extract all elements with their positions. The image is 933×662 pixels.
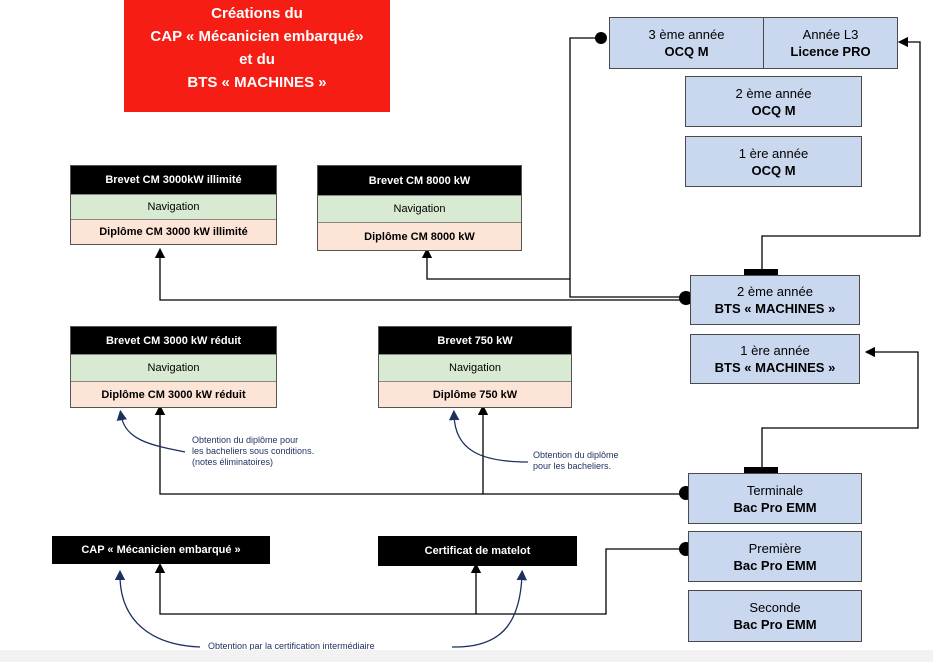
curve-arrow-750 <box>448 409 529 463</box>
premiere-year: Première <box>748 540 802 556</box>
line-bts2-to-licence <box>761 36 921 272</box>
curve-arrow-matelot <box>451 569 527 648</box>
line-premiere-to-cap <box>154 548 680 615</box>
box-licence: Année L3 Licence PRO <box>763 17 898 69</box>
title-line-1: Créations du <box>211 5 303 22</box>
cert-750: Brevet 750 kW Navigation Diplôme 750 kW <box>378 326 572 408</box>
cert-cm3000-illimite: Brevet CM 3000kW illimité Navigation Dip… <box>70 165 277 245</box>
tab-bts2 <box>744 269 778 275</box>
box-ocqm-1: 1 ère année OCQ M <box>685 136 862 187</box>
note-conditions-line-3: (notes éliminatoires) <box>192 457 274 467</box>
cert-header: Brevet CM 3000 kW réduit <box>71 327 276 354</box>
bts1-label: BTS « MACHINES » <box>714 360 836 375</box>
curve-arrow-cap <box>114 569 201 648</box>
dot-bts2 <box>679 291 693 305</box>
cert-diploma: Diplôme CM 8000 kW <box>318 222 521 250</box>
cert-diploma: Diplôme CM 3000 kW réduit <box>71 381 276 407</box>
box-premiere: Première Bac Pro EMM <box>688 531 862 582</box>
licence-year: Année L3 <box>802 27 859 42</box>
ocqm1-label: OCQ M <box>751 162 796 178</box>
ocqm3-year: 3 ème année <box>648 27 725 42</box>
line-terminale-to-bts1 <box>761 346 919 470</box>
box-bts-2: 2 ème année BTS « MACHINES » <box>690 275 860 325</box>
ocqm2-year: 2 ème année <box>735 85 812 101</box>
cert-header: Brevet CM 8000 kW <box>318 166 521 195</box>
box-ocqm-2: 2 ème année OCQ M <box>685 76 862 127</box>
line-bts2-to-cm8000 <box>421 247 680 298</box>
note-intermediaire: Obtention par la certification intermédi… <box>208 641 375 651</box>
ocqm3-label: OCQ M <box>664 44 709 59</box>
note-bacheliers-line-2: pour les bacheliers. <box>533 461 612 471</box>
seconde-year: Seconde <box>749 600 801 615</box>
cert-cm8000: Brevet CM 8000 kW Navigation Diplôme CM … <box>317 165 522 251</box>
seconde-label: Bac Pro EMM <box>733 617 817 632</box>
cert-nav: Navigation <box>318 195 521 222</box>
box-ocqm-3: 3 ème année OCQ M <box>609 17 764 69</box>
bts2-year: 2 ème année <box>737 284 813 299</box>
box-terminale: Terminale Bac Pro EMM <box>688 473 862 524</box>
ocqm2-label: OCQ M <box>751 102 796 118</box>
bts2-label: BTS « MACHINES » <box>714 301 836 316</box>
note-conditions: Obtention du diplôme pour les bacheliers… <box>192 435 392 468</box>
note-bacheliers-line-1: Obtention du diplôme <box>533 450 619 460</box>
title-line-2: CAP « Mécanicien embarqué» <box>150 28 364 45</box>
note-bacheliers: Obtention du diplôme pour les bacheliers… <box>533 450 683 472</box>
cert-nav: Navigation <box>71 354 276 381</box>
title-box: Créations du CAP « Mécanicien embarqué» … <box>124 0 390 112</box>
box-cap: CAP « Mécanicien embarqué » <box>52 536 270 564</box>
terminale-label: Bac Pro EMM <box>733 499 817 515</box>
bts1-year: 1 ère année <box>740 343 810 358</box>
cert-header: Brevet CM 3000kW illimité <box>71 166 276 194</box>
dot-ocqm3 <box>595 32 607 44</box>
curve-arrow-cm3000r <box>116 409 186 453</box>
line-bts2-to-cm3000i <box>154 247 680 301</box>
cert-diploma: Diplôme CM 3000 kW illimité <box>71 219 276 244</box>
terminale-year: Terminale <box>746 482 804 498</box>
line-bts2-to-ocqm3 <box>569 37 598 279</box>
licence-label: Licence PRO <box>790 44 871 59</box>
line-terminale-to-cm3000r <box>154 404 680 495</box>
box-matelot: Certificat de matelot <box>378 536 577 566</box>
bottom-strip <box>0 650 933 662</box>
cert-nav: Navigation <box>379 354 571 381</box>
cert-header: Brevet 750 kW <box>379 327 571 354</box>
box-seconde: Seconde Bac Pro EMM <box>688 590 862 642</box>
title-line-4: BTS « MACHINES » <box>187 74 327 91</box>
cert-nav: Navigation <box>71 194 276 219</box>
title-line-3: et du <box>239 51 275 68</box>
ocqm1-year: 1 ère année <box>738 145 809 161</box>
tab-terminale <box>744 467 778 473</box>
box-bts-1: 1 ère année BTS « MACHINES » <box>690 334 860 384</box>
note-conditions-line-2: les bacheliers sous conditions. <box>192 446 315 456</box>
premiere-label: Bac Pro EMM <box>733 557 817 573</box>
note-conditions-line-1: Obtention du diplôme pour <box>192 435 299 445</box>
cert-diploma: Diplôme 750 kW <box>379 381 571 407</box>
cert-cm3000-reduit: Brevet CM 3000 kW réduit Navigation Dipl… <box>70 326 277 408</box>
